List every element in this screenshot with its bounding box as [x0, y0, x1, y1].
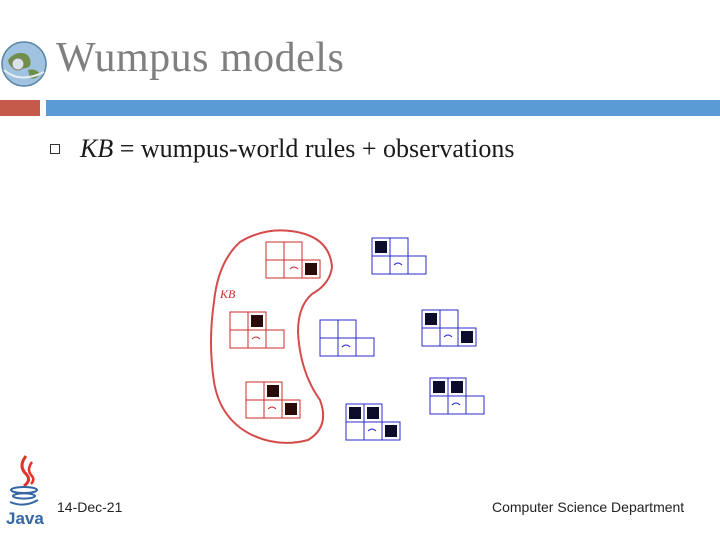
model-in-kb: [265, 241, 321, 279]
footer-department: Computer Science Department: [492, 499, 685, 515]
slide-title: Wumpus models: [56, 35, 345, 81]
title-accent-bar-left: [0, 100, 40, 116]
wumpus-models-figure: KB: [210, 229, 485, 444]
model-outside-kb: [345, 403, 401, 441]
model-outside-kb: [371, 237, 427, 275]
hollow-square-bullet-icon: [50, 144, 60, 154]
kb-region-label: KB: [219, 287, 236, 301]
bullet-description: = wumpus-world rules + observations: [113, 134, 515, 163]
model-outside-kb: [319, 319, 375, 357]
java-logo-icon: Java: [6, 455, 44, 528]
bullet-text: KB = wumpus-world rules + observations: [80, 134, 514, 164]
model-outside-kb: [421, 309, 477, 347]
svg-text:Java: Java: [6, 509, 44, 528]
model-in-kb: [229, 311, 285, 349]
footer-date: 14-Dec-21: [57, 499, 123, 515]
kb-region-outline: [210, 229, 334, 444]
globe-logo-icon: [1, 41, 47, 87]
model-outside-kb: [429, 377, 485, 415]
title-accent-bar-right: [46, 100, 720, 116]
model-in-kb: [245, 381, 301, 419]
bullet-kb-term: KB: [80, 134, 114, 163]
